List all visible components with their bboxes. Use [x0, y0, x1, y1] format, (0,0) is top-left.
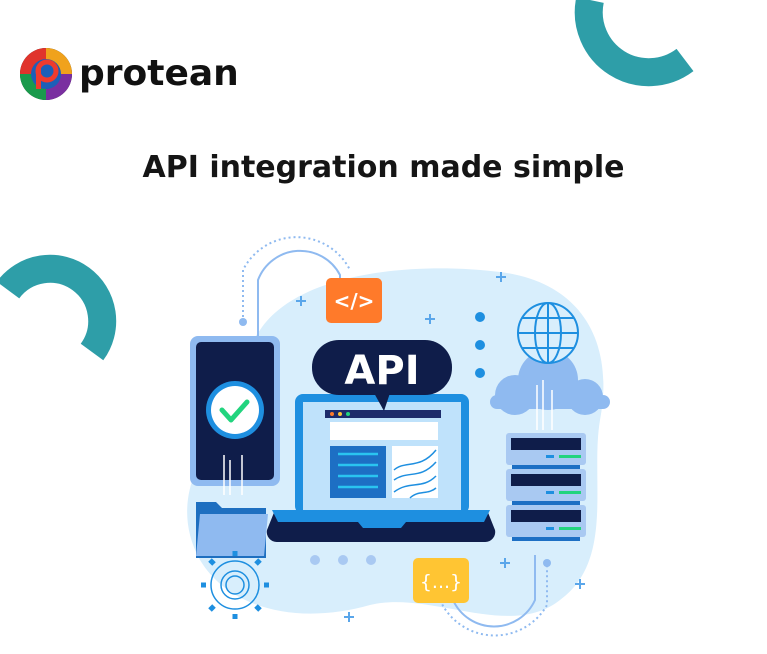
- decor-arc-top-right: [574, 0, 694, 87]
- server-rack-icon: [506, 433, 586, 541]
- page-title: API integration made simple: [142, 150, 625, 185]
- api-speech-bubble: API: [312, 340, 452, 411]
- json-braces-icon: {...}: [413, 558, 469, 603]
- checkmark-icon: [219, 399, 250, 423]
- plus-icons: [296, 272, 585, 622]
- phone-icon: [190, 336, 280, 495]
- folder-icon: [196, 502, 268, 558]
- code-tag-text: </>: [334, 289, 375, 313]
- laptop-icon: [266, 394, 496, 543]
- globe-icon: [517, 302, 579, 364]
- brand-name: protean: [79, 53, 239, 94]
- code-tag-icon: </>: [326, 278, 382, 323]
- connector-dotted: [242, 236, 351, 322]
- brand-logo[interactable]: protean: [19, 47, 239, 101]
- connector-line: [257, 249, 341, 340]
- cloud-icon: [490, 350, 610, 415]
- decor-arc-left: [0, 254, 117, 361]
- api-label: API: [344, 348, 419, 394]
- protean-logo-icon: [20, 48, 72, 100]
- dots: [310, 312, 485, 565]
- braces-text: {...}: [420, 571, 462, 593]
- connector-line: [452, 555, 536, 628]
- gear-icon: [201, 551, 269, 619]
